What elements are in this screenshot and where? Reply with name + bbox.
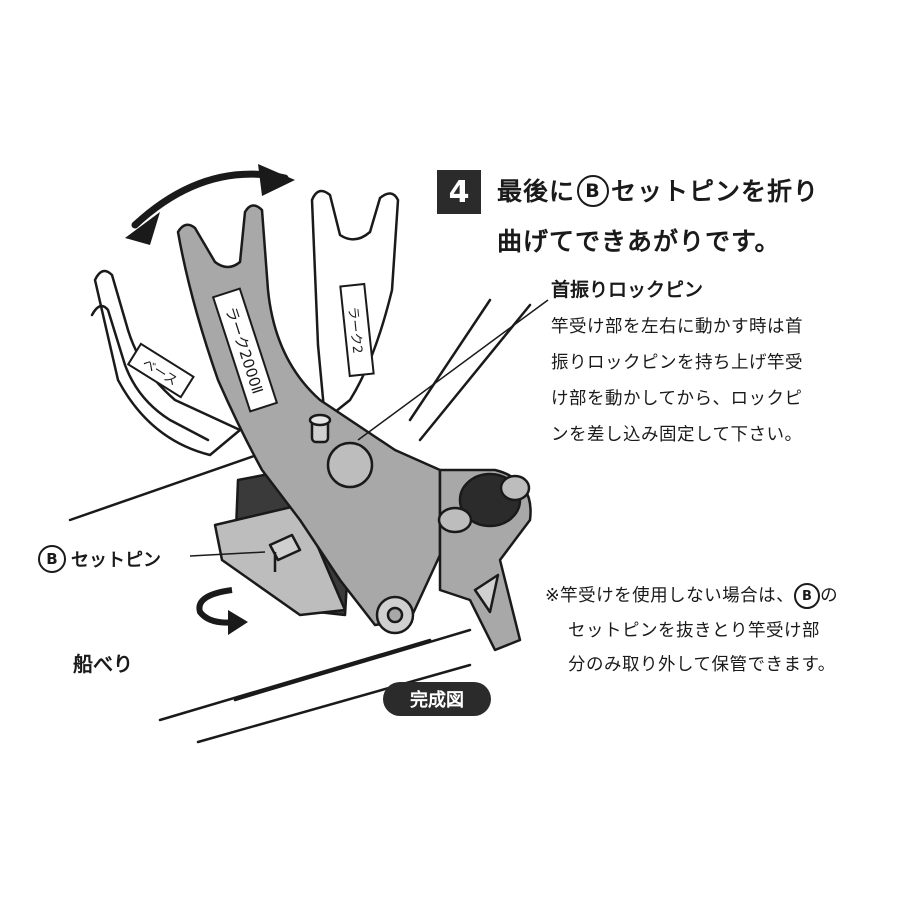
lock-pin-desc-line: け部を動かしてから、ロックピ bbox=[551, 385, 802, 410]
step-text-post: セットピンを折り bbox=[611, 177, 819, 206]
note-line3: 分のみ取り外して保管できます。 bbox=[568, 651, 836, 676]
set-pin-text: セットピン bbox=[71, 546, 161, 572]
arrow-head bbox=[258, 164, 295, 196]
gunwale-label: 船べり bbox=[73, 648, 133, 677]
lock-pin-desc-line: 竿受け部を左右に動かす時は首 bbox=[551, 313, 803, 338]
note-line2: セットピンを抜きとり竿受け部 bbox=[568, 617, 820, 642]
note-text-pre: ※竿受けを使用しない場合は、 bbox=[545, 586, 794, 606]
arrow-head bbox=[228, 610, 248, 635]
caption-badge: 完成図 bbox=[383, 682, 491, 716]
lock-pin-desc-line: 振りロックピンを持ち上げ竿受 bbox=[551, 349, 803, 374]
set-pin-label: B セットピン bbox=[38, 545, 161, 573]
letter-b-icon: B bbox=[577, 175, 609, 207]
ghost-label-right: ラーク2 bbox=[340, 284, 373, 376]
lock-pin-hole bbox=[328, 443, 372, 487]
letter-b-icon: B bbox=[794, 583, 820, 609]
note-text-post: の bbox=[820, 586, 838, 606]
step-instruction-line2: 曲げてできあがりです。 bbox=[497, 222, 781, 258]
step-text-pre: 最後に bbox=[497, 177, 575, 206]
lock-pin-leader bbox=[358, 300, 548, 440]
letter-b-icon: B bbox=[38, 545, 66, 573]
lock-pin-desc-line: ンを差し込み固定して下さい。 bbox=[551, 421, 802, 446]
lock-pin-title: 首振りロックピン bbox=[551, 275, 703, 302]
gunwale-line bbox=[410, 300, 530, 440]
step-number-badge: 4 bbox=[437, 170, 481, 214]
